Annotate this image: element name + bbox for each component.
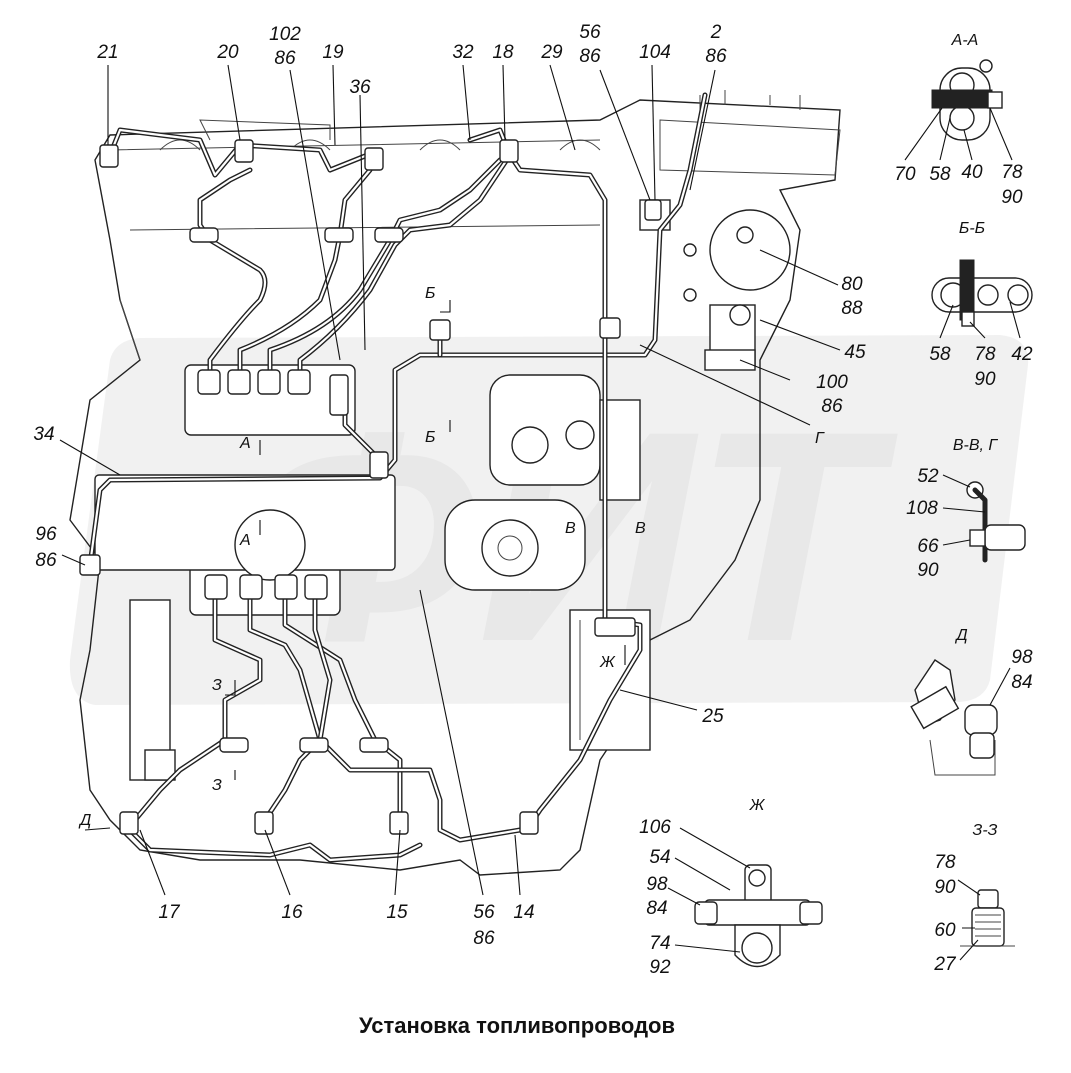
callout-34: 34: [33, 424, 54, 445]
detail-a-a-title: А-А: [951, 32, 979, 49]
detail-b-b-title: Б-Б: [959, 220, 985, 237]
callout-14: 14: [513, 902, 534, 923]
detail-z-z-title: З-З: [973, 822, 998, 839]
section-mark-b-bottom: Б: [425, 429, 435, 446]
zh-label-74: 74: [649, 933, 670, 954]
callout-56-top-sub: 86: [579, 46, 601, 67]
bb-label-42: 42: [1011, 344, 1033, 365]
callout-18: 18: [492, 42, 514, 63]
zh-label-92: 92: [649, 957, 671, 978]
vg-label-52: 52: [917, 466, 939, 487]
section-mark-zh: Ж: [599, 654, 616, 671]
vg-label-90: 90: [917, 560, 939, 581]
callout-104: 104: [639, 42, 671, 63]
section-mark-z-top: З: [212, 677, 222, 694]
zz-label-27: 27: [933, 954, 957, 975]
callout-32: 32: [452, 42, 474, 63]
detail-zh-title: Ж: [749, 797, 766, 814]
callout-96-sub: 86: [35, 550, 57, 571]
section-mark-d: Д: [78, 812, 91, 829]
leader-lines: [59, 64, 841, 896]
d-label-98: 98: [1011, 647, 1033, 668]
section-mark-b-top: Б: [425, 285, 435, 302]
detail-zh: Ж 106 54 98 84 74 92: [639, 797, 823, 978]
clamps-and-fittings: [79, 139, 662, 835]
callout-80: 80: [841, 274, 863, 295]
section-mark-z-bottom: З: [212, 777, 222, 794]
callout-100-sub: 86: [821, 396, 843, 417]
callout-36: 36: [349, 77, 371, 98]
callout-56-bottom: 56: [473, 902, 495, 923]
callout-56-bottom-sub: 86: [473, 928, 495, 949]
zz-label-60: 60: [934, 920, 956, 941]
callout-2-sub: 86: [705, 46, 727, 67]
callout-29: 29: [540, 42, 563, 63]
zh-label-106: 106: [639, 817, 671, 838]
zh-label-84: 84: [646, 898, 667, 919]
detail-z-z: З-З 78 90 60 27: [933, 822, 1015, 975]
aa-label-78: 78: [1001, 162, 1023, 183]
callout-100: 100: [816, 372, 848, 393]
callout-45: 45: [844, 342, 866, 363]
section-mark-v-left: В: [565, 520, 576, 537]
aa-label-58: 58: [929, 164, 951, 185]
detail-b-b: Б-Б 58 78 90 42: [929, 220, 1033, 390]
bb-label-90: 90: [974, 369, 996, 390]
pipes-lower: [127, 587, 523, 863]
zh-label-54: 54: [649, 847, 670, 868]
vg-label-108: 108: [906, 498, 938, 519]
zh-label-98: 98: [646, 874, 668, 895]
fuel-priming-pump: [639, 199, 791, 371]
callout-96: 96: [35, 524, 57, 545]
callout-16: 16: [281, 902, 303, 923]
section-marks: Б Б А А В В Г Ж З З Д: [78, 285, 825, 831]
callout-20: 20: [216, 42, 239, 63]
section-mark-v-right: В: [635, 520, 646, 537]
vg-label-66: 66: [917, 536, 939, 557]
detail-v-g: В-В, Г 52 108 66 90: [906, 437, 1026, 581]
callout-80-sub: 88: [841, 298, 863, 319]
callout-15: 15: [386, 902, 408, 923]
pipes-upper: [107, 127, 608, 383]
callout-2: 2: [710, 22, 722, 43]
callout-56-top: 56: [579, 22, 601, 43]
callout-17: 17: [158, 902, 181, 923]
callout-102: 102: [269, 24, 301, 45]
zz-label-90: 90: [934, 877, 956, 898]
detail-d: Д 98 84: [910, 627, 1033, 776]
detail-a-a: А-А 70 58 40 78 90: [894, 32, 1023, 208]
figure-title: Установка топливопроводов: [359, 1013, 675, 1038]
section-mark-g: Г: [815, 430, 825, 447]
aa-label-90: 90: [1001, 187, 1023, 208]
detail-v-g-title: В-В, Г: [953, 437, 999, 454]
detail-d-title: Д: [954, 627, 967, 644]
bb-label-78: 78: [974, 344, 996, 365]
section-mark-a-top: А: [239, 435, 251, 452]
aa-label-40: 40: [961, 162, 983, 183]
zz-label-78: 78: [934, 852, 956, 873]
bb-label-58: 58: [929, 344, 951, 365]
aa-label-70: 70: [894, 164, 916, 185]
section-mark-a-bottom: А: [239, 532, 251, 549]
callout-21: 21: [96, 42, 118, 63]
d-label-84: 84: [1011, 672, 1032, 693]
callouts: 21 20 102 86 19 36 32 18 29 56 86 104 2 …: [33, 22, 866, 949]
callout-19: 19: [322, 42, 344, 63]
pipes-low-pressure: [87, 92, 708, 828]
callout-25: 25: [701, 706, 724, 727]
callout-102-sub: 86: [274, 48, 296, 69]
